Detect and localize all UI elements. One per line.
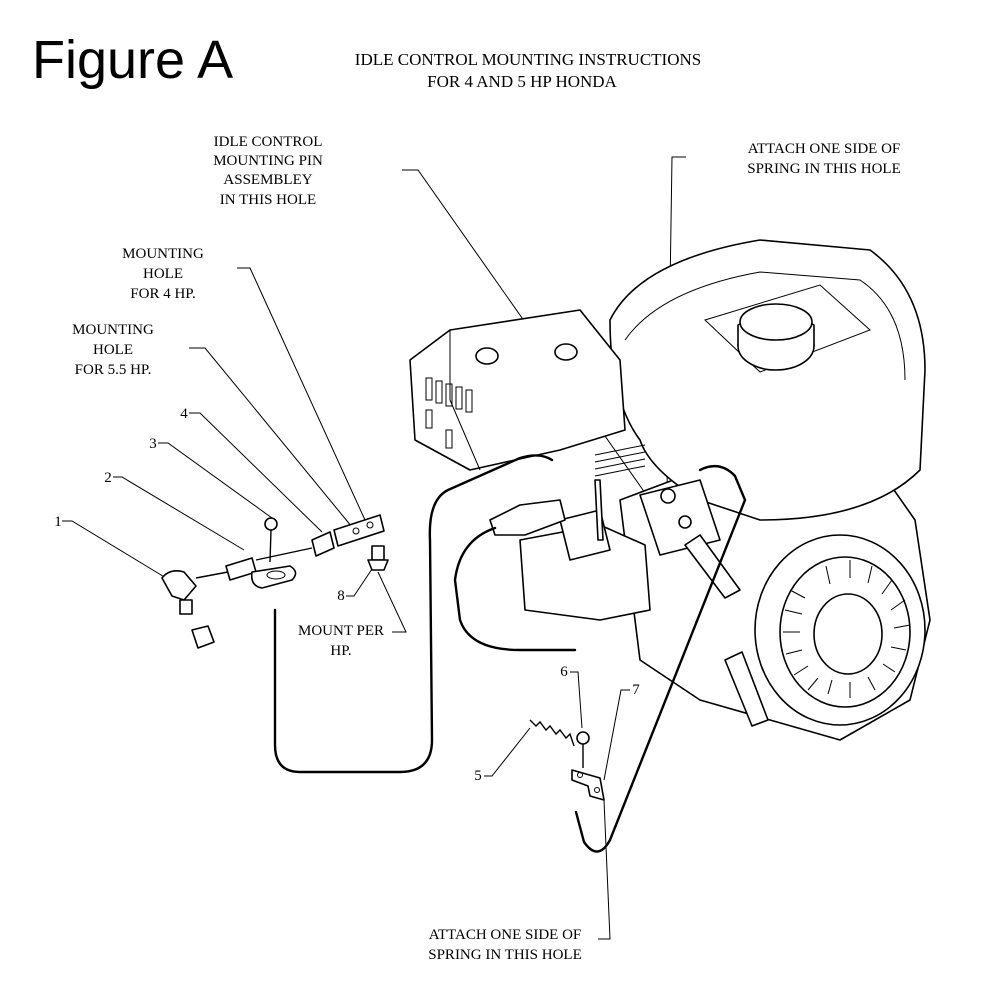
callout-pin-assembly: IDLE CONTROL MOUNTING PIN ASSEMBLEY IN T… xyxy=(213,134,323,208)
callout-pin-assembly-line-4: IN THIS HOLE xyxy=(220,192,316,208)
callout-hole-55hp-line-1: MOUNTING xyxy=(72,322,154,338)
part-3-screw-head xyxy=(264,517,278,531)
fuel-cap-face xyxy=(739,303,813,341)
leader-part-3 xyxy=(158,442,273,519)
callout-pin-assembly-line-1: IDLE CONTROL xyxy=(214,134,323,150)
leader-spring-bottom xyxy=(598,799,611,940)
callout-hole-4hp-line-3: FOR 4 HP. xyxy=(130,286,195,302)
leader-part-5 xyxy=(484,727,531,777)
cooling-fins xyxy=(594,444,646,477)
part-number-4: 4 xyxy=(180,406,188,422)
throttle-cable-end xyxy=(489,499,566,536)
leader-part-6 xyxy=(570,671,583,729)
part-4-fitting xyxy=(311,531,335,557)
air-cleaner-edge xyxy=(449,330,481,471)
idle-spring-cable xyxy=(574,464,747,853)
figure-title: Figure A xyxy=(32,30,233,90)
air-cleaner-bolt-left xyxy=(475,347,499,365)
part-number-3: 3 xyxy=(149,436,157,452)
part-2-slot xyxy=(266,570,286,580)
callout-spring-top-line-2: SPRING IN THIS HOLE xyxy=(747,161,900,177)
idle-control-cable xyxy=(273,454,554,774)
recoil-vents xyxy=(783,560,911,698)
part-8-pin xyxy=(371,545,385,561)
spring-parts xyxy=(529,719,605,801)
part-number-1: 1 xyxy=(54,514,62,530)
part-8-pin-base xyxy=(367,559,389,571)
part-7-screw-hole xyxy=(577,772,583,778)
callout-spring-bottom-line-1: ATTACH ONE SIDE OF xyxy=(429,927,582,943)
part-7-bracket xyxy=(571,769,605,801)
part-4-rod xyxy=(255,547,313,561)
air-cleaner-vents xyxy=(425,377,473,449)
leader-part-2 xyxy=(113,476,245,551)
callout-spring-top: ATTACH ONE SIDE OF SPRING IN THIS HOLE xyxy=(747,141,900,177)
part-number-5: 5 xyxy=(474,768,482,784)
callout-spring-bottom-line-2: SPRING IN THIS HOLE xyxy=(428,947,581,963)
callout-mount-per-hp-line-1: MOUNT PER xyxy=(298,623,384,639)
callout-hole-4hp: MOUNTING HOLE FOR 4 HP. xyxy=(122,246,204,302)
fuel-tank xyxy=(609,239,926,521)
part-7-spring-hole xyxy=(594,787,600,793)
part-number-6: 6 xyxy=(560,664,568,680)
callout-spring-top-line-1: ATTACH ONE SIDE OF xyxy=(748,141,901,157)
part-2-bracket xyxy=(250,565,297,589)
callout-spring-bottom: ATTACH ONE SIDE OF SPRING IN THIS HOLE xyxy=(428,927,581,963)
recoil-starter-hub xyxy=(813,593,883,675)
part-number-2: 2 xyxy=(104,470,112,486)
part-number-8: 8 xyxy=(337,588,345,604)
heading-line-1: IDLE CONTROL MOUNTING INSTRUCTIONS xyxy=(355,50,701,69)
carburetor-rod xyxy=(594,479,604,541)
part-5-spring xyxy=(529,719,575,747)
throttle-cable-loop xyxy=(453,526,577,652)
honda-engine xyxy=(409,239,931,741)
callout-mount-per-hp: MOUNT PER HP. xyxy=(298,623,384,659)
part-1-elbow-fitting xyxy=(161,570,197,601)
callout-mount-per-hp-line-2: HP. xyxy=(330,643,351,659)
part-number-7: 7 xyxy=(632,682,640,698)
callout-hole-55hp-line-2: HOLE xyxy=(93,342,133,358)
leader-hole-55hp xyxy=(189,347,353,528)
part-1-shaft xyxy=(195,571,229,579)
part-1-nut xyxy=(191,625,215,649)
leader-hole-4hp xyxy=(237,267,366,521)
leader-part-8 xyxy=(346,565,375,597)
mounting-hole-4hp xyxy=(366,521,374,529)
leader-part-7 xyxy=(603,689,630,781)
callout-hole-4hp-line-1: MOUNTING xyxy=(122,246,204,262)
starter-handle xyxy=(724,651,769,727)
callout-pin-assembly-line-3: ASSEMBLEY xyxy=(223,172,312,188)
governor-hole-top xyxy=(660,488,676,504)
callout-pin-assembly-line-2: MOUNTING PIN xyxy=(213,153,323,169)
governor-arm xyxy=(684,534,741,599)
callout-hole-55hp-line-3: FOR 5.5 HP. xyxy=(75,362,152,378)
leader-part-1 xyxy=(62,520,167,579)
heading-line-2: FOR 4 AND 5 HP HONDA xyxy=(427,72,617,91)
part-6-screw-head xyxy=(576,731,590,745)
mounting-hole-55hp xyxy=(352,527,360,535)
leader-mount-per-hp xyxy=(377,571,407,633)
part-1-stem xyxy=(179,599,193,615)
callout-hole-55hp: MOUNTING HOLE FOR 5.5 HP. xyxy=(72,322,154,378)
leader-part-4 xyxy=(189,412,323,533)
idle-control-parts xyxy=(161,514,389,649)
air-cleaner-bolt-right xyxy=(554,343,578,361)
governor-hole-bottom xyxy=(678,515,692,529)
callout-hole-4hp-line-2: HOLE xyxy=(143,266,183,282)
fuel-tank-ridge xyxy=(624,271,906,381)
